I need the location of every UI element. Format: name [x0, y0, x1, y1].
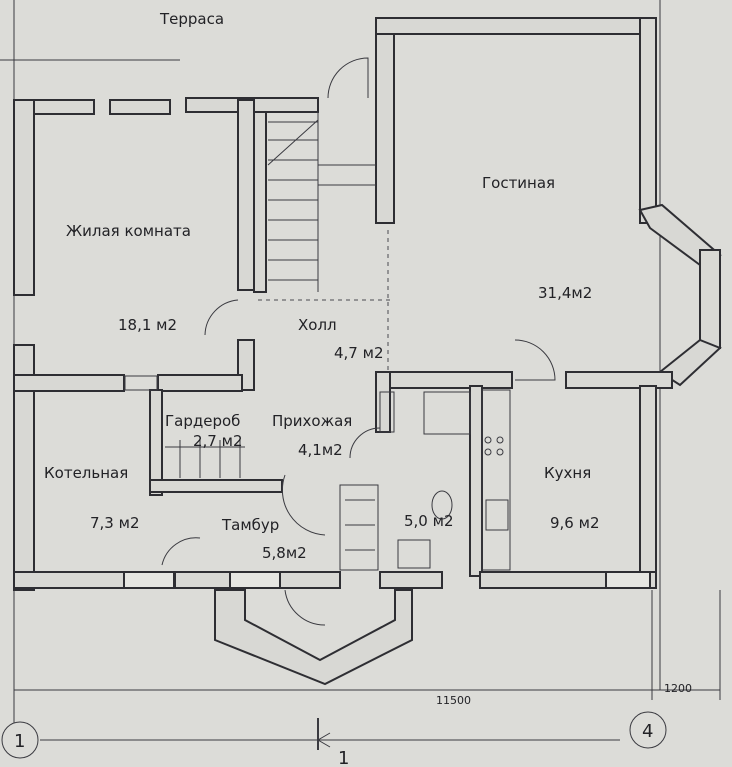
label-living-room: Жилая комната	[66, 222, 191, 240]
label-vestibule: Тамбур	[221, 516, 279, 534]
area-living-room: 18,1 м2	[118, 316, 177, 334]
area-kitchen: 9,6 м2	[550, 514, 599, 532]
label-wardrobe: Гардероб	[165, 412, 240, 430]
label-kitchen: Кухня	[544, 464, 591, 482]
section-mark: 1	[317, 718, 349, 767]
svg-text:1: 1	[338, 748, 349, 767]
frame-lines	[0, 0, 721, 741]
svg-text:1: 1	[14, 731, 25, 752]
dimension-main: 11500	[436, 694, 471, 707]
axis-marker-4: 4	[629, 711, 667, 749]
door-swings	[161, 57, 556, 626]
walls	[13, 17, 722, 686]
fixtures	[124, 375, 511, 571]
area-vestibule: 5,8м2	[262, 544, 307, 562]
area-entrance-hall: 4,1м2	[298, 441, 343, 459]
svg-text:4: 4	[642, 721, 653, 742]
area-bathroom: 5,0 м2	[404, 512, 453, 530]
area-hall: 4,7 м2	[334, 344, 383, 362]
label-terrace: Терраса	[159, 10, 224, 28]
label-entrance-hall: Прихожая	[272, 412, 352, 430]
area-lounge: 31,4м2	[538, 284, 592, 302]
area-boiler-room: 7,3 м2	[90, 514, 139, 532]
zone-lines	[258, 230, 390, 370]
staircase	[267, 112, 376, 292]
dimension-bay: 1200	[664, 682, 692, 695]
label-hall: Холл	[298, 316, 337, 334]
axis-marker-1: 1	[1, 721, 39, 759]
label-boiler-room: Котельная	[44, 464, 128, 482]
label-lounge: Гостиная	[482, 174, 555, 192]
area-wardrobe: 2,7 м2	[193, 432, 242, 450]
